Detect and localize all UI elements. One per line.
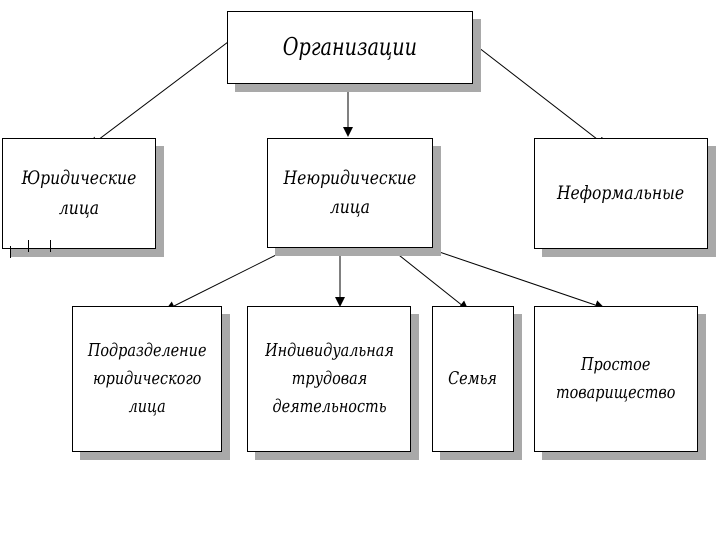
- legal-entities-label: Юридические лица: [21, 167, 137, 219]
- non-legal-entities-label: Неюридические лица: [283, 166, 417, 218]
- individual-labor-box: Индивидуальная трудовая деятельность: [247, 306, 411, 452]
- subdivision-box: Подразделение юридического лица: [72, 306, 222, 452]
- subdivision-label: Подразделение юридического лица: [87, 340, 207, 417]
- edge-root-legal: [89, 41, 229, 147]
- informal-label: Неформальные: [557, 181, 685, 204]
- edge-nonlegal-subdivision: [165, 239, 307, 311]
- root-organizations-box: Организации: [227, 11, 473, 84]
- informal-box: Неформальные: [534, 138, 708, 249]
- legal-entities-box: Юридические лица: [2, 138, 156, 249]
- decorative-tick-2: [28, 240, 29, 252]
- root-organizations-label: Организации: [282, 32, 418, 61]
- family-box: Семья: [432, 306, 514, 452]
- edge-root-informal: [473, 43, 607, 147]
- simple-partnership-label: Простое товарищество: [556, 354, 676, 403]
- individual-labor-label: Индивидуальная трудовая деятельность: [264, 340, 394, 417]
- family-label: Семья: [448, 368, 498, 390]
- edge-nonlegal-family: [379, 239, 469, 311]
- decorative-tick-3: [50, 240, 51, 252]
- decorative-tick-1: [10, 246, 11, 258]
- simple-partnership-box: Простое товарищество: [534, 306, 698, 452]
- edge-nonlegal-partnership: [409, 241, 605, 310]
- non-legal-entities-box: Неюридические лица: [267, 138, 433, 248]
